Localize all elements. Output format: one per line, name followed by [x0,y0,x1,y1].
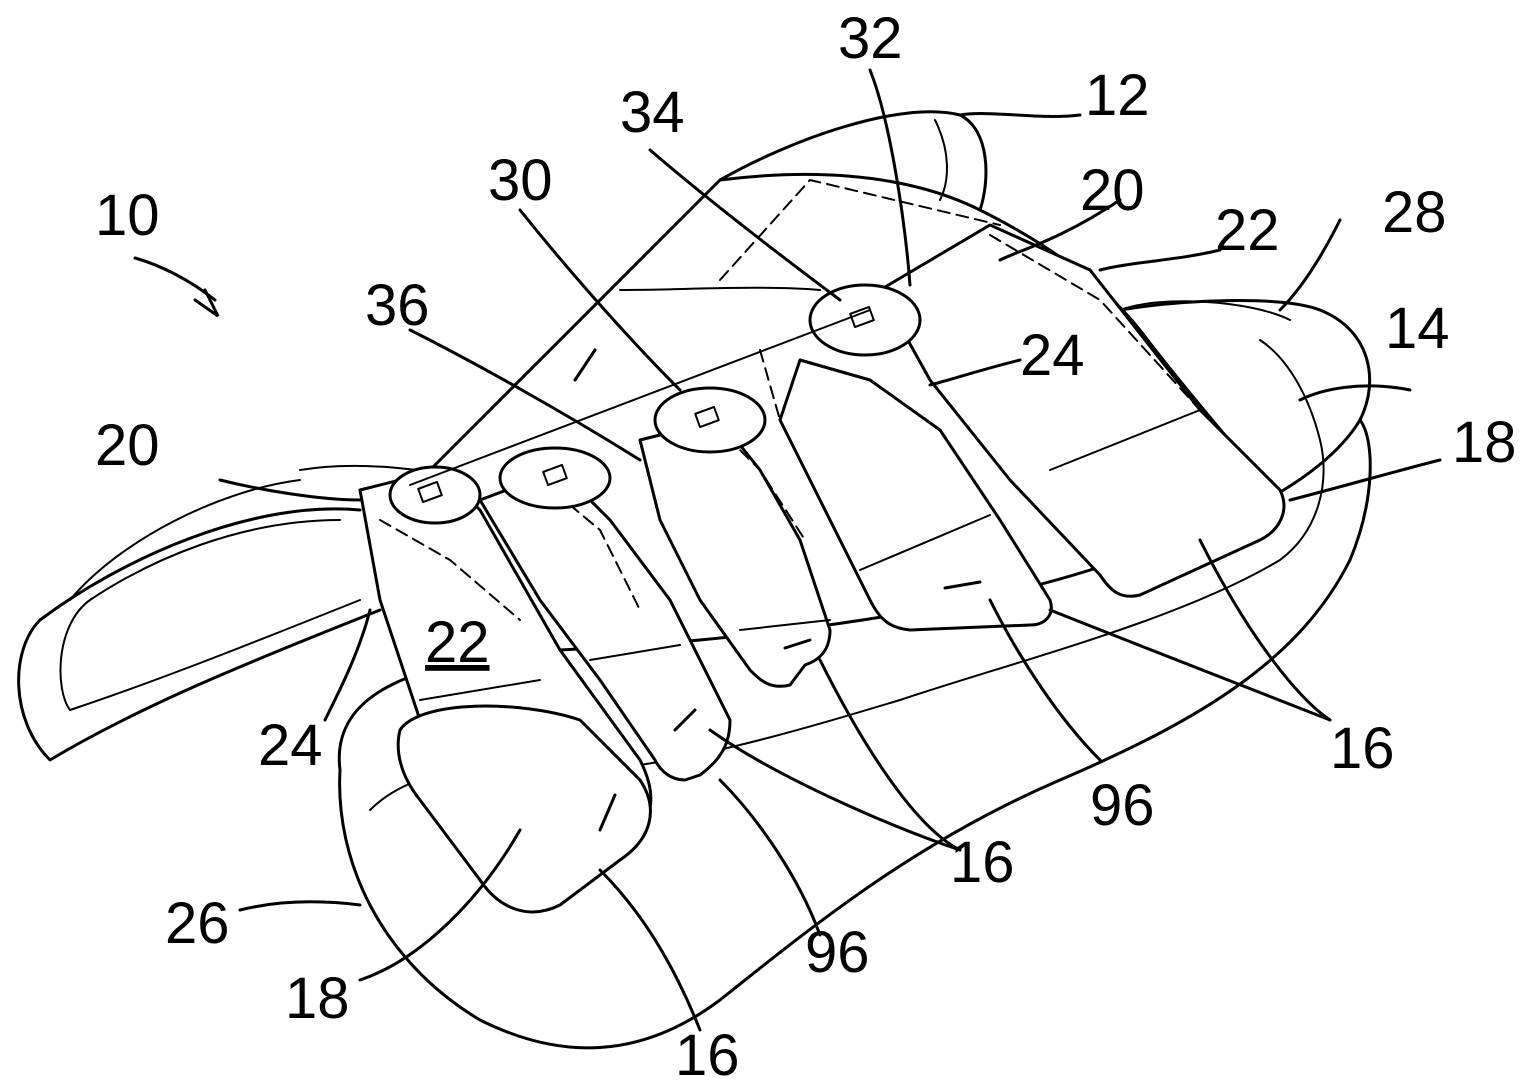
ref-28: 28 [1382,180,1447,245]
ref-18: 18 [1452,410,1517,475]
ref-34: 34 [620,80,685,145]
ref-20: 20 [1080,158,1145,223]
ref-26: 26 [165,891,230,956]
ref-32: 32 [838,6,903,71]
ref-10: 10 [95,183,160,248]
ref-96: 96 [1090,773,1155,838]
ref-22: 22 [425,610,490,675]
ref-20: 20 [95,413,160,478]
ref-96: 96 [805,920,870,985]
ref-16: 16 [950,830,1015,895]
ref-16: 16 [1330,716,1395,781]
reference-numerals: 10 12 14 16 16 16 18 18 20 20 22 22 24 2… [95,6,1517,1087]
ref-24: 24 [1020,323,1085,388]
ref-12: 12 [1085,63,1150,128]
ref-22: 22 [1215,198,1280,263]
ref-18: 18 [285,966,350,1031]
ref-30: 30 [488,148,553,213]
ref-24: 24 [258,713,323,778]
ref-14: 14 [1385,296,1450,361]
ref-16: 16 [675,1023,740,1087]
ref-36: 36 [365,273,430,338]
